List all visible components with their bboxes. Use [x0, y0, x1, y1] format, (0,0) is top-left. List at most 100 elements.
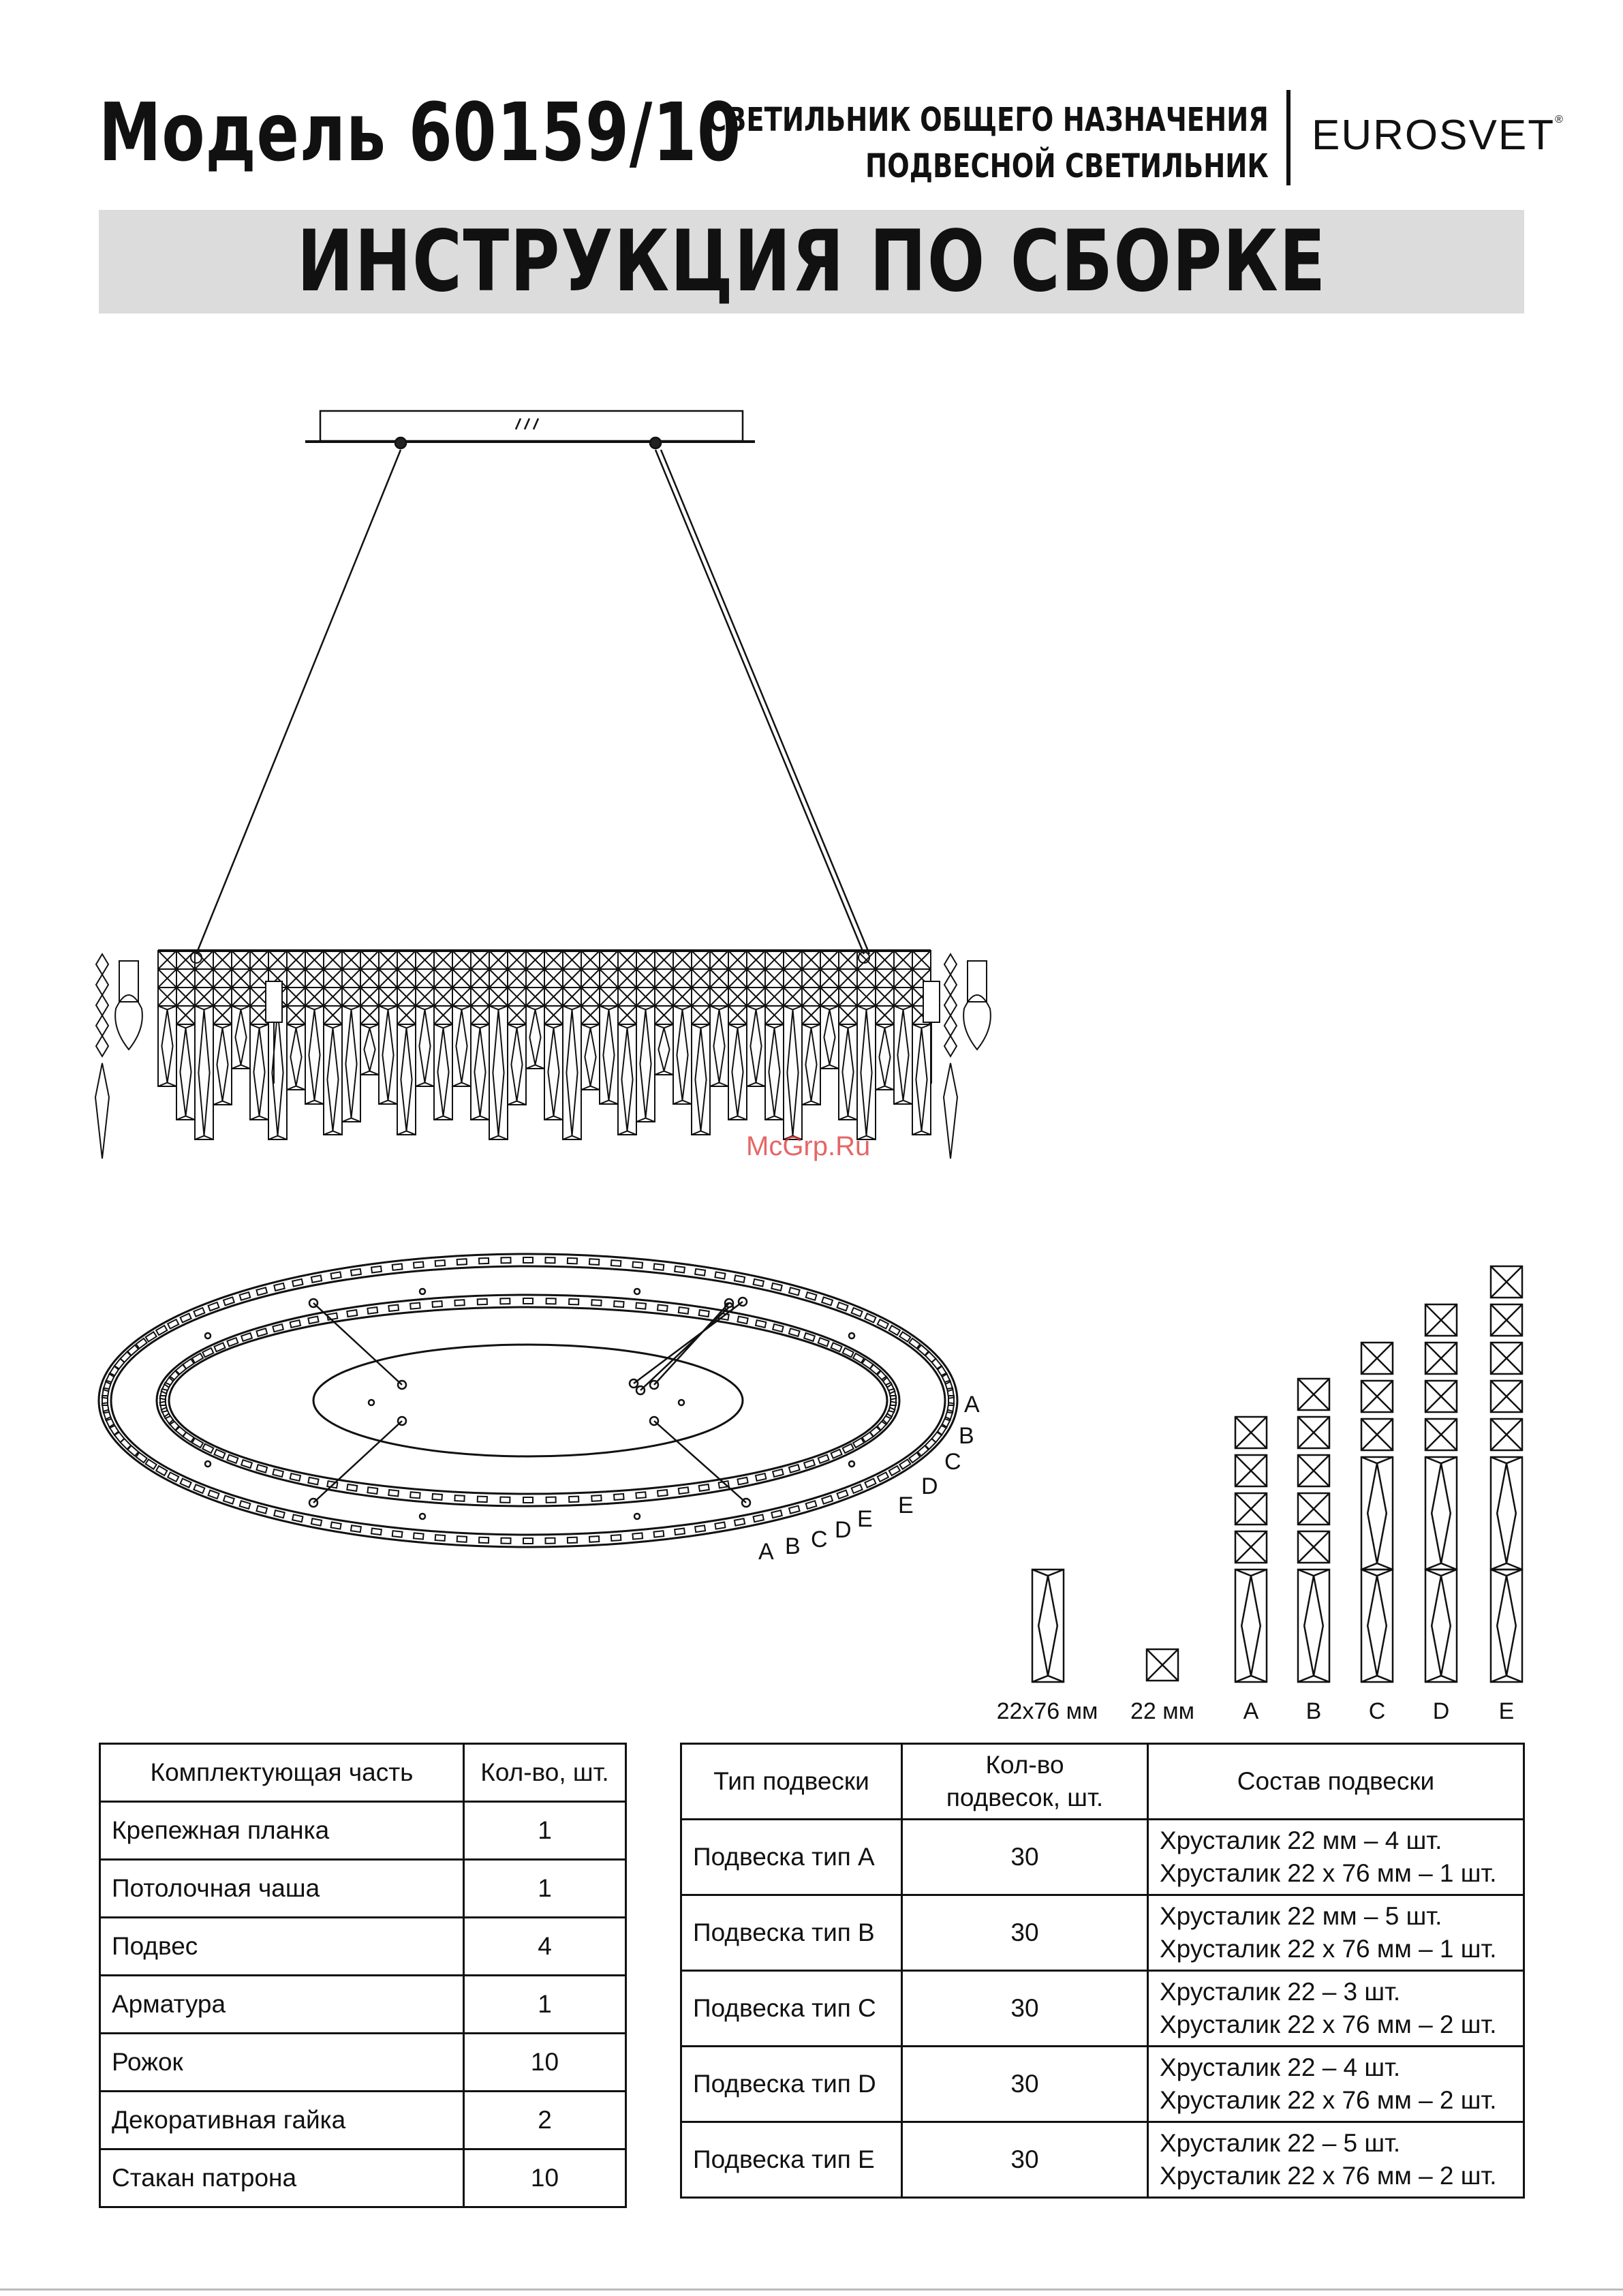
- suspension-cable-left: [195, 449, 402, 955]
- part-name: Подвес: [99, 1916, 465, 1976]
- pendant-composition: Хрусталик 22 – 4 шт.Хрусталик 22 х 76 мм…: [1147, 2045, 1525, 2123]
- header-divider: [1286, 90, 1290, 185]
- pendant-type-name: Подвеска тип E: [680, 2121, 903, 2199]
- model-title: Модель 60159/10: [99, 85, 741, 179]
- product-type-line-1: СВЕТИЛЬНИК ОБЩЕГО НАЗНАЧЕНИЯ: [707, 101, 1269, 139]
- pendant-types: 22x76 мм 22 мм A B C D E: [997, 1265, 1524, 1724]
- composition-line: Хрусталик 22 – 3 шт.: [1160, 1978, 1401, 2006]
- parts-header-name: Комплектующая часть: [99, 1743, 465, 1803]
- parts-table: Комплектующая часть Кол-во, шт. Крепежна…: [99, 1743, 627, 2208]
- ring-beads: [101, 1257, 955, 1544]
- part-qty: 2: [463, 2090, 627, 2150]
- pendant-type-name: Подвеска тип C: [680, 1970, 903, 2047]
- part-qty: 10: [463, 2032, 627, 2092]
- ceiling-canopy: [312, 1343, 744, 1458]
- outer-ring-outer: [97, 1253, 959, 1548]
- composition-line: Хрусталик 22 х 76 мм – 1 шт.: [1160, 1859, 1497, 1887]
- ring-letter: B: [959, 1423, 974, 1449]
- composition-line: Хрусталик 22 х 76 мм – 1 шт.: [1160, 1935, 1497, 1963]
- pendant-qty: 30: [901, 1894, 1149, 1972]
- plate-screw-right: [649, 436, 662, 450]
- part-qty: 4: [463, 1916, 627, 1976]
- chandelier-side-view: [94, 410, 991, 1159]
- inner-ring-outer: [155, 1294, 901, 1507]
- pendant-table: Тип подвески Кол-во подвесок, шт. Состав…: [680, 1743, 1525, 2199]
- plate-screw-left: [394, 436, 407, 450]
- pendant-qty: 30: [901, 1818, 1149, 1896]
- plate-slot-icon: [514, 418, 540, 430]
- parts-header-qty: Кол-во, шт.: [463, 1743, 627, 1803]
- part-name: Крепежная планка: [99, 1801, 465, 1861]
- part-name: Стакан патрона: [99, 2148, 465, 2208]
- part-name: Потолочная чаша: [99, 1858, 465, 1918]
- pendant-qty: 30: [901, 2045, 1149, 2123]
- pendant-header-type: Тип подвески: [680, 1743, 903, 1820]
- pendant-label: C: [1369, 1698, 1386, 1724]
- pendant-label: E: [1499, 1698, 1515, 1724]
- ring-letter: E: [857, 1506, 873, 1532]
- ring-letter: B: [785, 1533, 801, 1559]
- pendant-type-name: Подвеска тип B: [680, 1894, 903, 1972]
- banner-title: ИНСТРУКЦИЯ ПО СБОРКЕ: [296, 213, 1327, 311]
- ring-letter: A: [758, 1539, 774, 1565]
- brand-name: EUROSVET: [1312, 112, 1556, 159]
- watermark: McGrp.Ru: [746, 1131, 871, 1161]
- pendant-qty: 30: [901, 2121, 1149, 2199]
- brand-mark: ®: [1555, 114, 1564, 125]
- part-qty: 1: [463, 1858, 627, 1918]
- frame-spokes: [204, 1287, 856, 1520]
- pendant-label: D: [1433, 1698, 1450, 1724]
- part-name: Арматура: [99, 1974, 465, 2034]
- ring-letter: E: [898, 1493, 914, 1518]
- part-name: Декоративная гайка: [99, 2090, 465, 2150]
- ring-letter: C: [811, 1527, 828, 1552]
- pendant-header-qty: Кол-во подвесок, шт.: [901, 1743, 1149, 1820]
- composition-line: Хрусталик 22 – 4 шт.: [1160, 2053, 1401, 2081]
- title-banner: ИНСТРУКЦИЯ ПО СБОРКЕ: [99, 210, 1524, 313]
- pendant-composition: Хрусталик 22 – 5 шт.Хрусталик 22 х 76 мм…: [1147, 2121, 1525, 2199]
- suspension-cable-right: [654, 449, 865, 955]
- part-qty: 1: [463, 1801, 627, 1861]
- outer-ring-inner: [110, 1265, 946, 1536]
- product-type: СВЕТИЛЬНИК ОБЩЕГО НАЗНАЧЕНИЯ ПОДВЕСНОЙ С…: [707, 97, 1269, 189]
- ring-letter: C: [944, 1449, 961, 1475]
- pendant-composition: Хрусталик 22 – 3 шт.Хрусталик 22 х 76 мм…: [1147, 1970, 1525, 2047]
- pendant-label: 22 мм: [1130, 1698, 1194, 1724]
- crystal-body: [94, 949, 991, 1159]
- bottom-rule: [0, 2289, 1623, 2291]
- suspension-cable-right-2: [660, 449, 871, 955]
- brand-logo: EUROSVET®: [1312, 114, 1564, 157]
- product-type-line-2: ПОДВЕСНОЙ СВЕТИЛЬНИК: [865, 147, 1269, 185]
- ring-letter: A: [964, 1392, 980, 1418]
- inner-ring-inner: [168, 1306, 888, 1495]
- pendant-composition: Хрусталик 22 мм – 4 шт. Хрусталик 22 х 76…: [1147, 1818, 1525, 1896]
- pendant-label: A: [1243, 1698, 1259, 1724]
- pendant-type-name: Подвеска тип D: [680, 2045, 903, 2123]
- pendant-type-name: Подвеска тип А: [680, 1818, 903, 1896]
- composition-line: Хрусталик 22 мм – 4 шт.: [1160, 1826, 1442, 1854]
- ring-letter: D: [921, 1473, 938, 1499]
- pendant-label: B: [1306, 1698, 1322, 1724]
- ring-letter: D: [835, 1517, 852, 1543]
- pendant-label: 22x76 мм: [997, 1698, 1098, 1724]
- part-qty: 1: [463, 1974, 627, 2034]
- composition-line: Хрусталик 22 мм – 5 шт.: [1160, 1902, 1442, 1930]
- pendant-header-composition: Состав подвески: [1147, 1743, 1525, 1820]
- part-qty: 10: [463, 2148, 627, 2208]
- composition-line: Хрусталик 22 – 5 шт.: [1160, 2129, 1401, 2157]
- part-name: Рожок: [99, 2032, 465, 2092]
